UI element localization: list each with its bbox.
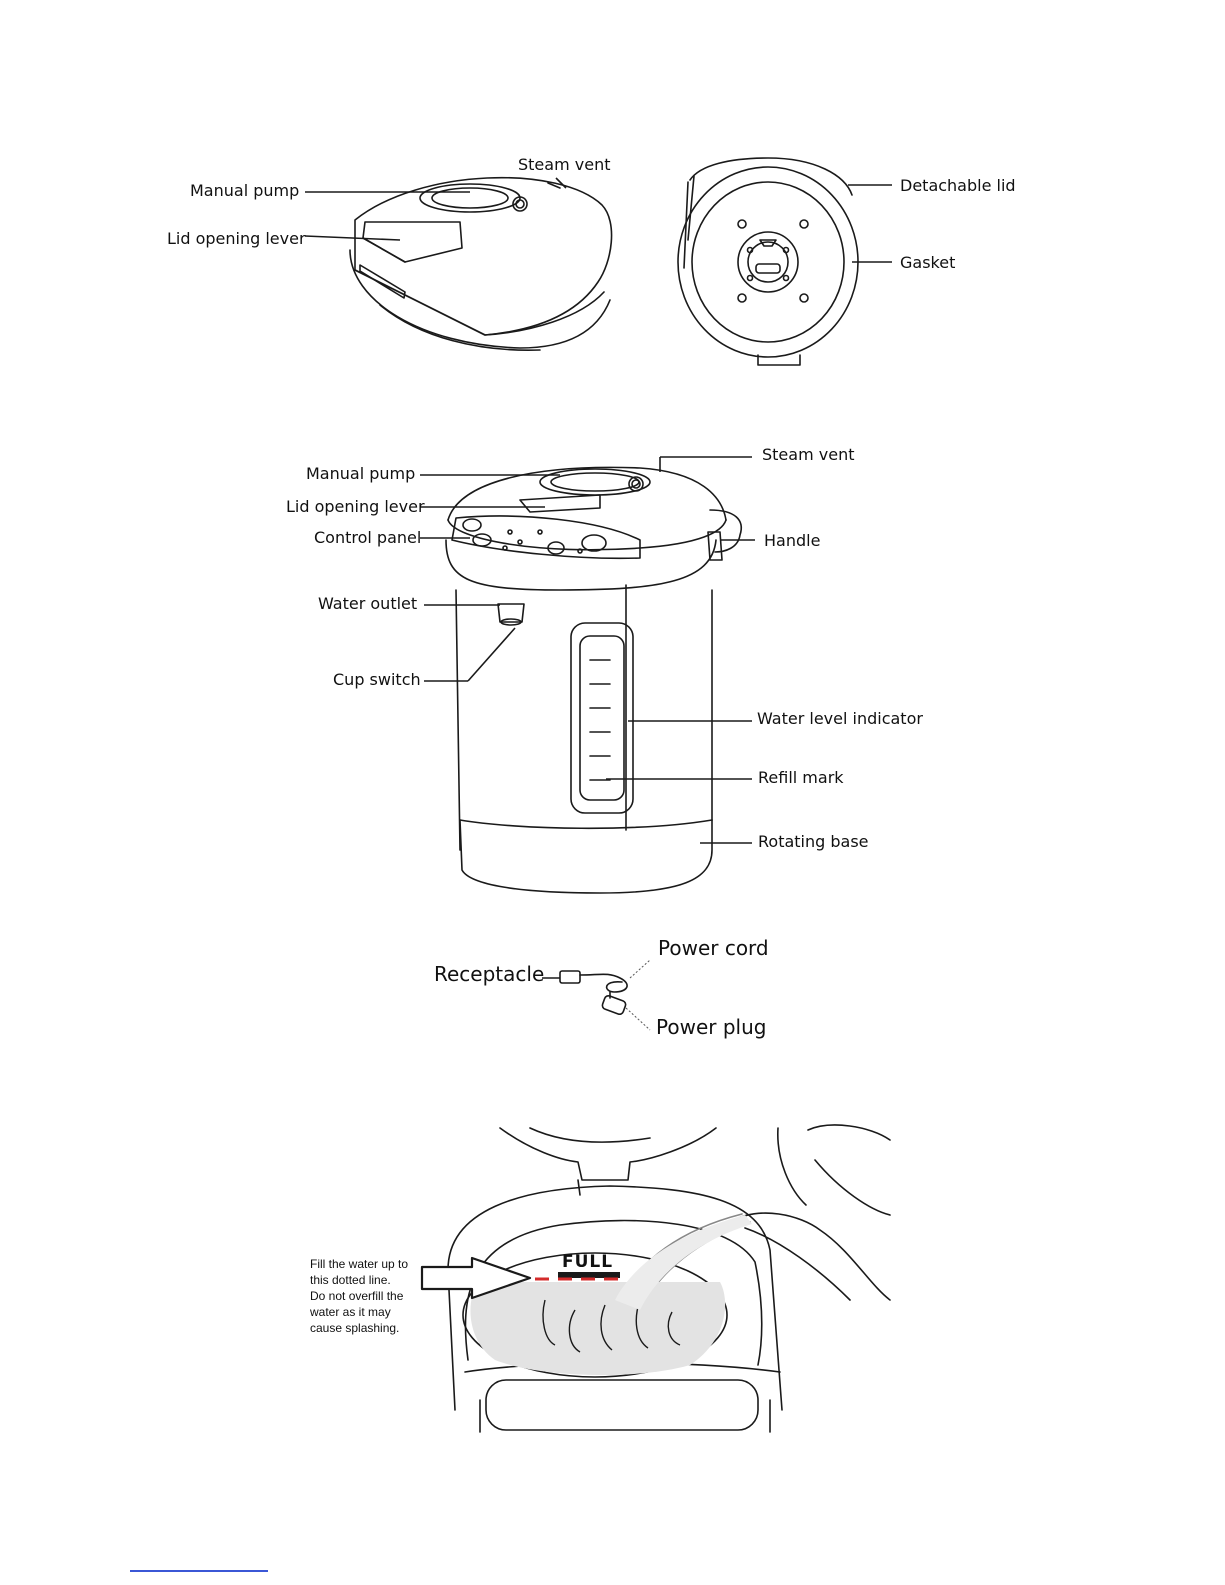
- water-surface: [470, 1282, 726, 1376]
- label-handle: Handle: [764, 531, 821, 550]
- label-lid-opening-lever-lid: Lid opening lever: [167, 229, 306, 248]
- label-detachable-lid: Detachable lid: [900, 176, 1016, 195]
- lid-bottom-view: [677, 157, 859, 366]
- fill-instruction-line: cause splashing.: [310, 1321, 400, 1335]
- label-water-outlet: Water outlet: [318, 594, 418, 613]
- label-refill-mark: Refill mark: [758, 768, 844, 787]
- lid-side-view: [349, 176, 613, 351]
- label-gasket: Gasket: [900, 253, 956, 272]
- full-mark-bar: [558, 1272, 620, 1278]
- full-mark-label: FULL: [562, 1252, 614, 1272]
- dashed-leaders: [625, 959, 651, 1031]
- fill-instruction-line: Fill the water up to: [310, 1257, 409, 1271]
- label-water-level-indicator: Water level indicator: [757, 709, 923, 728]
- label-power-plug: Power plug: [656, 1015, 767, 1039]
- fill-instruction: Fill the water up to this dotted line. D…: [310, 1256, 428, 1336]
- fill-instruction-line: Do not overfill the: [310, 1289, 404, 1303]
- power-cord: [559, 970, 628, 1016]
- label-steam-vent: Steam vent: [762, 445, 855, 464]
- label-steam-vent-lid: Steam vent: [518, 155, 611, 174]
- label-lid-opening-lever: Lid opening lever: [286, 497, 425, 516]
- fill-instruction-line: this dotted line.: [310, 1273, 391, 1287]
- arrow-icon: [420, 1256, 532, 1300]
- footer-link-underline: [130, 1570, 268, 1572]
- thermo-pot: [445, 466, 742, 894]
- leader-lines: [304, 177, 892, 979]
- label-power-cord: Power cord: [658, 936, 769, 960]
- label-manual-pump: Manual pump: [306, 464, 416, 483]
- label-receptacle: Receptacle: [434, 962, 545, 986]
- label-manual-pump-lid: Manual pump: [190, 181, 300, 200]
- water-stream: [615, 1215, 752, 1310]
- label-cup-switch: Cup switch: [333, 670, 421, 689]
- label-control-panel: Control panel: [314, 528, 422, 547]
- label-rotating-base: Rotating base: [758, 832, 869, 851]
- fill-instruction-line: water as it may: [310, 1305, 391, 1319]
